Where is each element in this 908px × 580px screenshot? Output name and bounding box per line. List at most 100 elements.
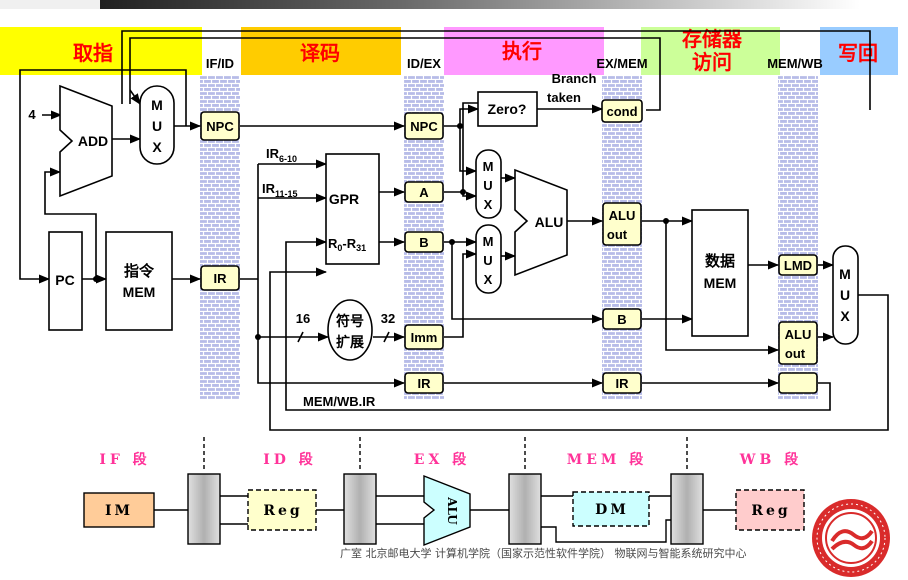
stage-writeback-label: 写回 [838,41,878,65]
svg-text:out: out [607,227,628,242]
svg-text:X: X [840,308,850,324]
id-ex-b [404,231,444,253]
mem-wb-label: MEM/WB [767,56,823,71]
alu-label: ALU [535,214,564,230]
svg-text:NPC: NPC [206,119,234,134]
svg-text:B: B [617,312,626,327]
stage-memory-label-2: 访问 [692,50,732,74]
gpr-label: GPR [329,191,359,207]
ir-11-15-label: IR11-15 [262,181,298,199]
svg-text:M: M [151,97,163,113]
width-32-label: 32 [381,311,395,326]
ex-mem-b [602,308,642,330]
svg-text:U: U [483,178,492,193]
simplified-alu-label: ALU [445,496,459,525]
alu-unit [514,168,568,277]
stage-decode-label: 译码 [300,41,340,65]
data-memory [691,209,749,337]
if-id-ir [200,265,240,291]
decode-band [241,27,401,75]
execute-band [444,27,604,75]
simplified-latch-2 [343,473,377,545]
svg-text:A: A [419,185,429,200]
alu-input-mux-2 [475,224,502,294]
svg-text:Imm: Imm [411,330,438,345]
r0-r31-label: R0-R31 [328,236,366,253]
if-id-label: IF/ID [206,56,234,71]
alu-input-mux-1 [475,149,502,219]
svg-text:ALU: ALU [609,208,636,223]
simplified-latch-1 [187,473,221,545]
writeback-mux [832,245,859,345]
im-label: IM [105,503,133,519]
fetch-band [0,27,202,75]
mem-segment-label: MEM 段 [567,451,648,468]
data-mem-label-1: 数据 [705,252,735,270]
reg-block-1 [247,489,317,531]
svg-text:LMD: LMD [784,258,812,273]
stage-fetch-label: 取指 [73,41,113,65]
svg-text:M: M [483,234,494,249]
branch-label-2: taken [547,90,581,105]
svg-text:ALU: ALU [785,327,812,342]
data-mem-label-2: MEM [704,275,737,291]
zero-test-unit [477,91,538,127]
id-segment-label: ID 段 [263,451,317,468]
instr-mem-label-1: 指令 [124,262,155,280]
svg-text:IR: IR [616,376,630,391]
svg-text:X: X [484,197,493,212]
fetch-mux [139,85,175,165]
wb-segment-label: WB 段 [739,451,802,468]
simplified-alu [423,474,471,547]
dm-block [572,491,650,527]
zero-label: Zero? [488,101,527,117]
ir-6-10-label: IR6-10 [266,146,297,164]
svg-text:X: X [484,272,493,287]
footer-text: 广室 北京邮电大学 计算机学院（国家示范性软件学院） 物联网与智能系统研究中心 [340,547,747,560]
mem-wb-lmd [778,254,818,276]
simplified-latch-4 [670,473,704,545]
reg-label-2: Reg [751,503,790,519]
dm-label: DM [595,502,629,518]
gpr-register-file [325,153,380,265]
university-seal-logo [812,499,890,577]
svg-text:B: B [419,235,428,250]
id-ex-ir [404,372,444,394]
if-id-npc [200,111,240,141]
instruction-memory [105,231,173,331]
memory-band [641,27,780,75]
svg-text:cond: cond [606,104,637,119]
sign-ext-label-1: 符号 [335,313,364,330]
stage-execute-label: 执行 [502,39,542,63]
if-segment-label: IF 段 [99,451,150,468]
id-ex-label: ID/EX [407,56,441,71]
pc-register [48,231,83,331]
id-ex-imm [404,324,444,350]
reg-label-1: Reg [263,503,302,519]
svg-text:X: X [152,139,162,155]
sign-ext-label-2: 扩展 [336,334,364,351]
add-unit [59,84,113,198]
branch-label-1: Branch [552,71,597,86]
ex-mem-label: EX/MEM [596,56,647,71]
four-label: 4 [28,107,36,122]
svg-text:IR: IR [214,271,228,286]
svg-text:NPC: NPC [410,119,438,134]
svg-text:IR: IR [418,376,432,391]
mem-wb-ir-label: MEM/WB.IR [303,394,376,409]
ex-mem-alu-out [602,202,642,246]
simplified-latch-3 [508,473,542,545]
writeback-band [820,27,898,75]
mem-wb-alu-out [778,321,818,365]
ex-segment-label: EX 段 [414,451,470,468]
svg-text:M: M [483,159,494,174]
ex-mem-ir [602,372,642,394]
id-ex-npc [404,112,444,140]
width-16-label: 16 [296,311,310,326]
id-ex-a [404,181,444,203]
sign-extend-unit [327,299,373,361]
instr-mem-label-2: MEM [123,284,156,300]
ex-mem-cond [601,99,643,123]
im-block [83,492,155,528]
